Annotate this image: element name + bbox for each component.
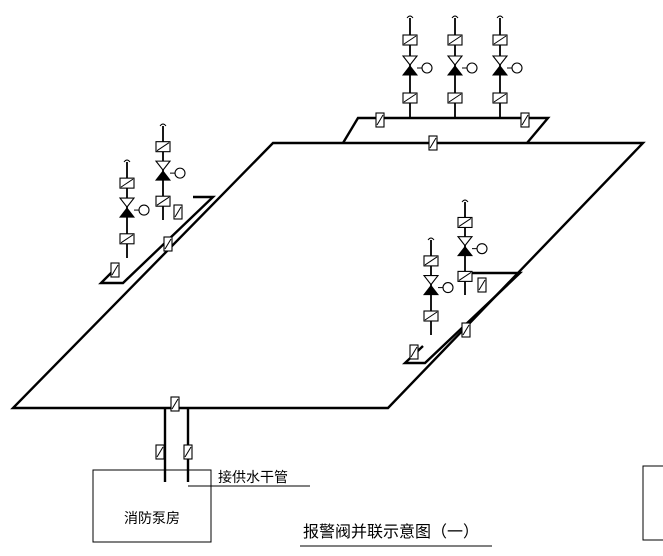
gate-valve-icon	[375, 112, 385, 128]
riser-valve-icon	[492, 34, 508, 46]
check-valve-icon	[422, 275, 440, 296]
check-valve-icon	[446, 55, 464, 76]
riser-valve-icon	[423, 310, 439, 322]
alarm-valve-riser	[456, 199, 488, 295]
gate-valve-icon	[520, 112, 530, 128]
riser-valve-icon	[119, 233, 135, 245]
gate-valve-icon	[477, 277, 487, 293]
riser-valve-icon	[155, 195, 171, 207]
pressure-gauge-icon	[170, 167, 186, 179]
diagram-title: 报警阀并联示意图（一）	[303, 522, 479, 541]
riser-valve-icon	[155, 141, 171, 153]
riser-valve-icon	[457, 216, 473, 229]
alarm-valve-riser	[118, 159, 150, 258]
check-valve-icon	[491, 55, 509, 76]
gate-valve-icon	[163, 236, 173, 252]
pump-room-label: 消防泵房	[124, 511, 180, 527]
check-valve-icon	[118, 197, 136, 218]
supply-main-label: 接供水干管	[218, 469, 288, 486]
branch-pipe-left	[98, 195, 216, 285]
pressure-gauge-icon	[462, 62, 478, 74]
riser-valve-icon	[402, 34, 418, 46]
gate-valve-icon	[409, 344, 419, 360]
adjacent-box-edge	[642, 465, 663, 541]
gate-valve-icon	[428, 135, 438, 151]
gate-valve-icon	[110, 262, 120, 278]
pump-room-box	[92, 469, 212, 543]
riser-valve-icon	[447, 92, 463, 104]
pressure-gauge-icon	[472, 243, 488, 255]
ring-main-pipe	[10, 141, 646, 410]
gate-valve-icon	[183, 444, 193, 460]
alarm-valve-riser	[446, 15, 478, 118]
branch-pipe-right	[401, 271, 524, 365]
gate-valve-icon	[461, 322, 471, 338]
riser-valve-icon	[423, 255, 439, 267]
branch-pipe-top	[341, 116, 551, 144]
pressure-gauge-icon	[507, 62, 523, 74]
riser-valve-icon	[447, 34, 463, 46]
check-valve-icon	[456, 236, 474, 257]
gate-valve-icon	[170, 396, 180, 412]
pressure-gauge-icon	[438, 282, 454, 294]
pressure-gauge-icon	[134, 204, 150, 216]
riser-valve-icon	[119, 177, 135, 189]
alarm-valve-riser	[491, 15, 523, 118]
riser-valve-icon	[457, 270, 473, 282]
riser-valve-icon	[402, 92, 418, 104]
check-valve-icon	[154, 160, 172, 181]
check-valve-icon	[401, 55, 419, 76]
alarm-valve-riser	[154, 123, 186, 220]
gate-valve-icon	[155, 444, 165, 460]
riser-valve-icon	[492, 92, 508, 104]
alarm-valve-riser	[422, 237, 454, 335]
alarm-valve-riser	[401, 15, 433, 118]
pressure-gauge-icon	[417, 62, 433, 74]
gate-valve-icon	[173, 204, 183, 220]
